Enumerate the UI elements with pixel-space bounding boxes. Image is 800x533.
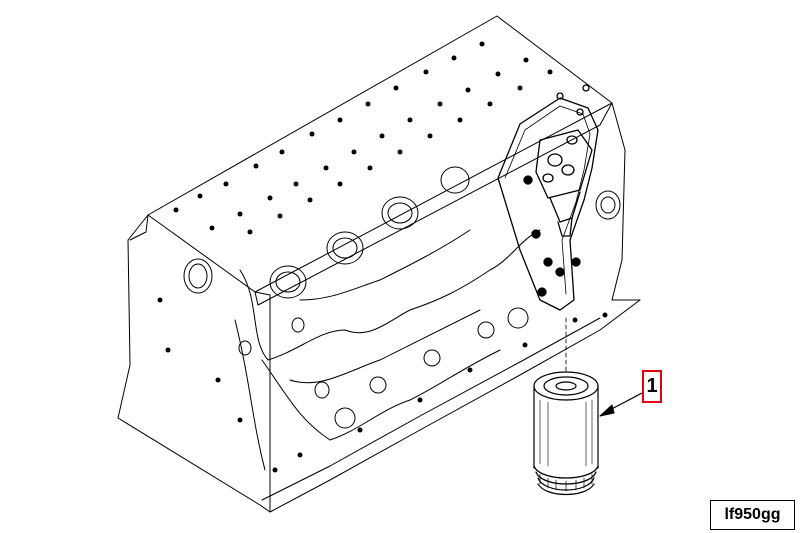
oil-filter <box>533 317 599 495</box>
figure-code: lf950gg <box>710 500 795 530</box>
engine-block <box>117 15 641 513</box>
oil-filter-head <box>497 84 599 311</box>
callout-label: 1 <box>642 370 662 403</box>
leader-arrow <box>599 392 643 417</box>
deck-holes <box>157 41 608 473</box>
